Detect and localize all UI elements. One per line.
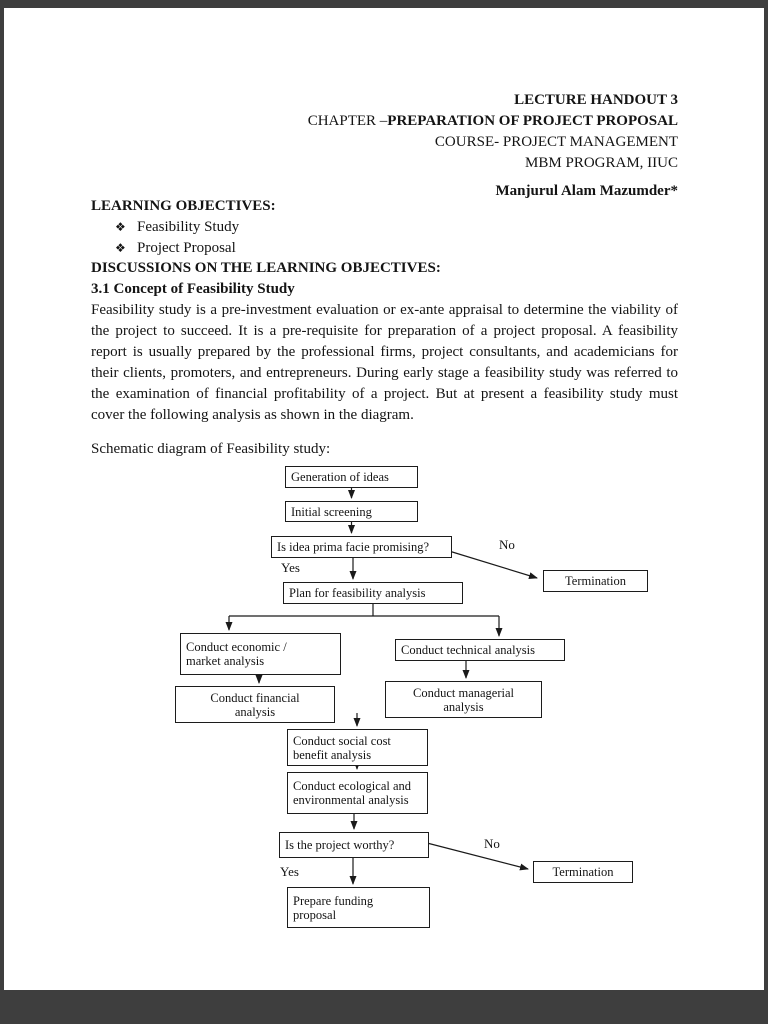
doc-header: LECTURE HANDOUT 3 CHAPTER –PREPARATION O…	[91, 90, 678, 202]
flow-node-termination-top: Termination	[543, 570, 648, 592]
learning-objectives: LEARNING OBJECTIVES: ❖Feasibility Study …	[91, 196, 678, 259]
flow-node-plan-feasibility: Plan for feasibility analysis	[283, 582, 463, 604]
flow-node-managerial-analysis: Conduct managerial analysis	[385, 681, 542, 718]
branch-label-no-top: No	[499, 537, 515, 552]
flow-node-prepare-funding-proposal: Prepare funding proposal	[287, 887, 430, 928]
flow-node-project-worthy-decision: Is the project worthy?	[279, 832, 429, 858]
flow-node-ecological-environmental: Conduct ecological and environmental ana…	[287, 772, 428, 814]
diagram-caption: Schematic diagram of Feasibility study:	[91, 441, 331, 457]
objective-item: ❖ Feasibility Study	[91, 217, 678, 238]
header-line-chapter: CHAPTER –PREPARATION OF PROJECT PROPOSAL	[91, 111, 678, 132]
flowchart-connectors	[225, 488, 538, 885]
discussions-heading: DISCUSSIONS ON THE LEARNING OBJECTIVES:	[91, 260, 441, 276]
header-lecture-text: LECTURE HANDOUT 3	[514, 92, 678, 108]
discussion-section: DISCUSSIONS ON THE LEARNING OBJECTIVES: …	[91, 258, 678, 460]
header-line-lecture: LECTURE HANDOUT 3	[91, 90, 678, 111]
flow-node-generation-of-ideas: Generation of ideas	[285, 466, 418, 488]
flow-node-social-cost-benefit: Conduct social cost benefit analysis	[287, 729, 428, 766]
objective-item-label: Feasibility Study	[137, 219, 240, 235]
flow-node-technical-analysis: Conduct technical analysis	[395, 639, 565, 661]
flow-node-termination-bottom: Termination	[533, 861, 633, 883]
branch-label-yes-top: Yes	[281, 560, 300, 575]
header-chapter-prefix: CHAPTER –	[307, 113, 388, 129]
flow-node-initial-screening: Initial screening	[285, 501, 418, 522]
flow-node-financial-analysis: Conduct financial analysis	[175, 686, 335, 723]
branch-label-no-bottom: No	[484, 836, 500, 851]
body-paragraph: Feasibility study is a pre-investment ev…	[91, 302, 678, 423]
author-line: Manjurul Alam Mazumder*	[495, 183, 678, 199]
flow-node-prima-facie-decision: Is idea prima facie promising?	[271, 536, 452, 558]
diamond-bullet-icon: ❖	[115, 220, 126, 234]
document-page: LECTURE HANDOUT 3 CHAPTER –PREPARATION O…	[4, 8, 764, 990]
learning-objectives-heading: LEARNING OBJECTIVES:	[91, 198, 276, 214]
objective-item-label: Project Proposal	[137, 240, 236, 256]
branch-label-yes-bottom: Yes	[280, 864, 299, 879]
objective-item: ❖ Project Proposal	[91, 238, 678, 259]
header-chapter-title: PREPARATION OF PROJECT PROPOSAL	[387, 113, 678, 129]
diamond-bullet-icon: ❖	[115, 241, 126, 255]
flow-node-economic-market-analysis: Conduct economic / market analysis	[180, 633, 341, 675]
header-line-program: MBM PROGRAM, IIUC	[525, 155, 678, 171]
section-subheading: 3.1 Concept of Feasibility Study	[91, 281, 295, 297]
feasibility-flowchart: Generation of ideas Initial screening Is…	[4, 458, 764, 958]
header-line-course: COURSE- PROJECT MANAGEMENT	[434, 134, 678, 150]
